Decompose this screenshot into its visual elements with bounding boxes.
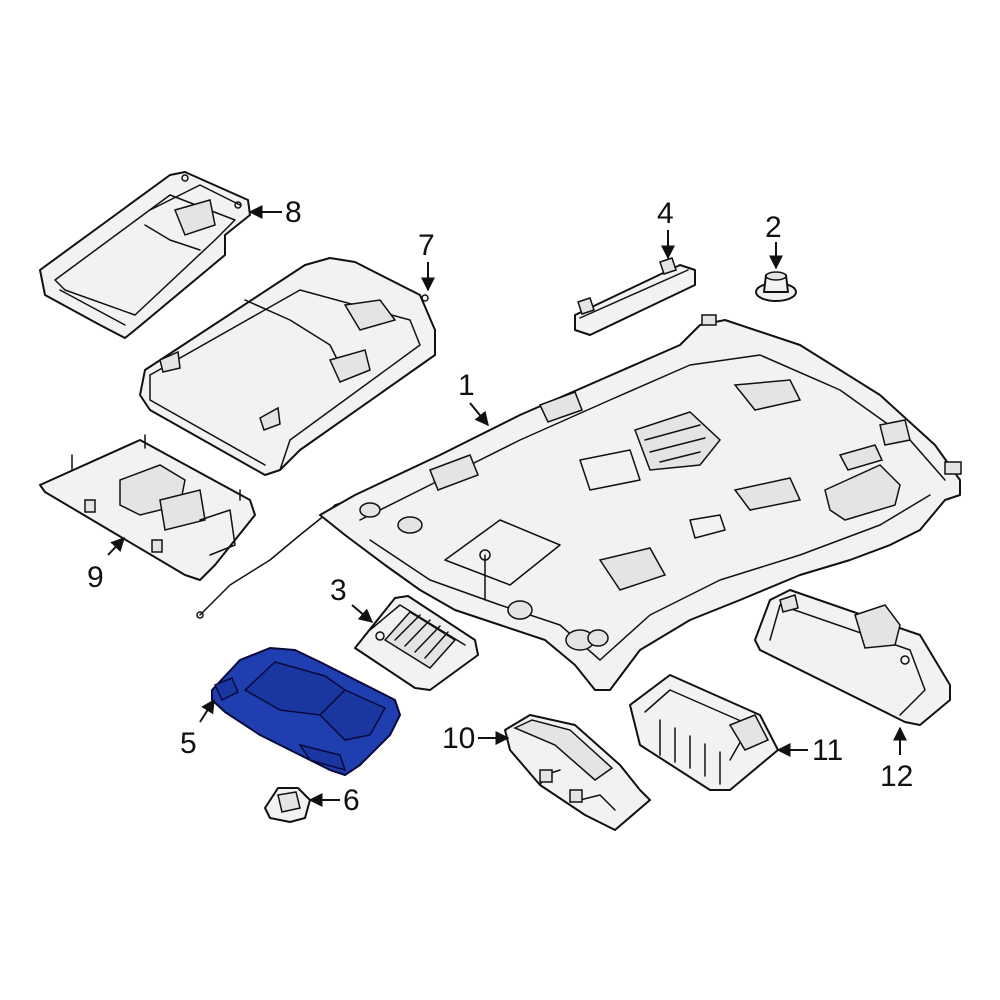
part-1-headliner[interactable]	[319, 314, 962, 691]
part-8-console-frame[interactable]	[39, 171, 251, 339]
callout-leaders	[107, 205, 907, 807]
callout-9: 9	[87, 561, 104, 594]
callout-1: 1	[458, 369, 475, 402]
part-3-lamp[interactable]	[354, 595, 479, 691]
callout-3: 3	[330, 574, 347, 607]
callout-4: 4	[657, 197, 674, 230]
callout-11: 11	[812, 734, 843, 767]
callout-12: 12	[880, 760, 913, 793]
callout-6: 6	[343, 784, 360, 817]
part-10-storage-bin[interactable]	[504, 714, 651, 831]
callout-8: 8	[285, 196, 302, 229]
part-12-lamp-housing[interactable]	[754, 589, 951, 726]
part-5-sun-visor[interactable]	[211, 647, 401, 776]
callout-labels: 1 2 3 4 5 6 7 8 9 10 11 12	[87, 196, 913, 817]
part-11-tray[interactable]	[629, 674, 779, 791]
part-2-clip[interactable]	[755, 271, 797, 302]
part-4-grab-handle[interactable]	[574, 257, 696, 336]
callout-5: 5	[180, 727, 197, 760]
part-7-overhead-console[interactable]	[139, 257, 436, 476]
part-9-console-bracket[interactable]	[39, 434, 256, 581]
callout-10: 10	[442, 722, 475, 755]
part-6-visor-clip[interactable]	[264, 787, 311, 823]
callout-7: 7	[418, 229, 435, 262]
callout-2: 2	[765, 211, 782, 244]
